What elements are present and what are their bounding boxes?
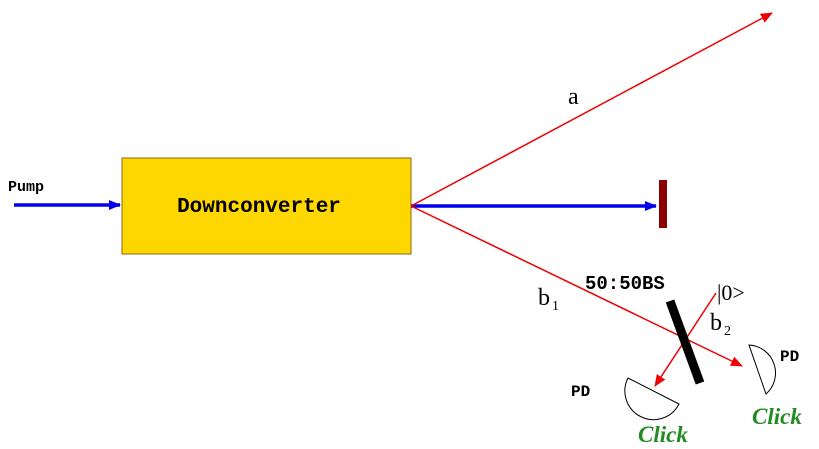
beamsplitter-label: 50:50BS <box>585 273 665 295</box>
left-photodetector-icon <box>624 377 680 421</box>
downconverter-box <box>121 157 412 255</box>
right-click-label: Click <box>752 404 802 429</box>
left-click-label: Click <box>638 422 688 447</box>
left-detector-label: PD <box>571 383 590 401</box>
beam-dump <box>659 180 667 228</box>
vacuum-input-label: |0> <box>717 280 745 305</box>
beam-a-label: a <box>568 84 579 110</box>
beam-b2-subscript: 2 <box>724 324 731 339</box>
beam-b1-subscript: 1 <box>552 299 559 314</box>
beam-a <box>410 12 773 207</box>
beam-b1-label: b <box>538 285 550 311</box>
right-detector-label: PD <box>780 348 799 366</box>
beam-b1 <box>410 205 743 367</box>
pump-label: Pump <box>8 179 44 196</box>
right-photodetector-icon <box>748 344 777 395</box>
downconverter-label: Downconverter <box>177 196 341 219</box>
beamsplitter-plate <box>665 299 705 385</box>
beam-b2-label: b <box>710 310 722 336</box>
